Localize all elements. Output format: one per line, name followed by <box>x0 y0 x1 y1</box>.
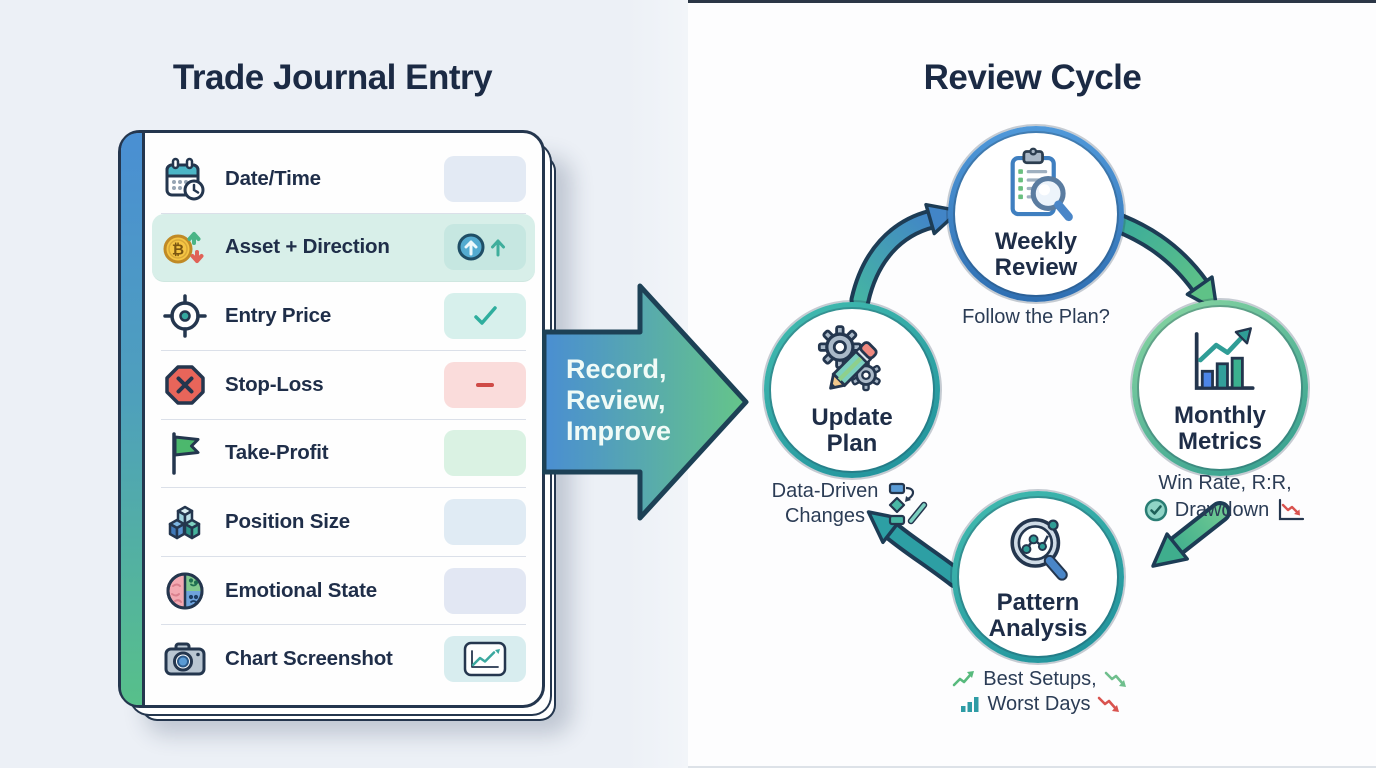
node-label-line2: Metrics <box>1177 428 1263 455</box>
pattern-analysis-caption: Best Setups, Worst Days <box>890 668 1190 715</box>
bar-chart-growth-icon <box>1194 327 1255 390</box>
journal-row-position-size: Position Size <box>161 488 526 557</box>
journal-row-label: Chart Screenshot <box>225 647 393 671</box>
connector-line-2: Review, <box>566 385 666 415</box>
brain-icon <box>166 572 204 610</box>
journal-row-asset-direction: ₿ Asset + Direction <box>152 213 535 283</box>
drawdown-chart-icon <box>1279 498 1305 521</box>
entry-price-value-box <box>444 293 526 340</box>
arrow-update-to-weekly <box>849 202 960 310</box>
stop-loss-value-box <box>444 361 526 408</box>
downtrend-zigzag-red-icon <box>1098 696 1120 712</box>
chart-screenshot-value-box <box>444 636 526 683</box>
flowchart-pencil-icon <box>889 482 928 525</box>
target-icon <box>163 294 207 338</box>
bitcoin-direction-icon: ₿ <box>163 232 204 264</box>
monthly-caption-line1: Win Rate, R:R, <box>1158 472 1292 494</box>
check-circle-icon <box>1144 498 1167 522</box>
journal-title: Trade Journal Entry <box>172 58 493 97</box>
dash-icon <box>476 382 494 387</box>
cycle-title: Review Cycle <box>923 58 1142 97</box>
weekly-review-caption: Follow the Plan? <box>962 306 1110 328</box>
monthly-caption-line2: Drawdown <box>1174 499 1270 521</box>
position-size-value-box <box>444 498 526 545</box>
node-label-line1: Update <box>811 404 893 431</box>
journal-row-date-time: Date/Time <box>161 145 526 214</box>
journal-row-stop-loss: Stop-Loss <box>161 351 526 420</box>
journal-row-label: Entry Price <box>225 304 332 328</box>
journal-row-chart-screenshot: Chart Screenshot <box>161 625 526 693</box>
journal-row-entry-price: Entry Price <box>161 282 526 351</box>
take-profit-value-box <box>444 430 526 477</box>
node-monthly-metrics-inner: Monthly Metrics <box>1139 307 1301 469</box>
chart-thumbnail-icon <box>463 641 507 677</box>
node-weekly-review-inner: Weekly Review <box>955 133 1117 295</box>
pattern-caption-line2: Worst Days <box>987 693 1091 715</box>
downtrend-zigzag-green-icon <box>1104 671 1126 687</box>
node-pattern-analysis-inner: Pattern Analysis <box>959 498 1117 656</box>
journal-row-label: Date/Time <box>225 166 321 190</box>
journal-card: Date/Time ₿ Asset + Direction <box>118 130 545 708</box>
update-plan-caption: Data-Driven Changes <box>726 480 976 527</box>
node-label-line1: Monthly <box>1174 402 1266 429</box>
node-monthly-metrics: Monthly Metrics <box>1132 300 1308 476</box>
update-caption-line1: Data-Driven <box>771 480 879 502</box>
stop-octagon-icon <box>165 364 205 405</box>
svg-text:₿: ₿ <box>172 241 184 259</box>
journal-row-emotional-state: Emotional State <box>161 557 526 626</box>
node-update-plan-inner: Update Plan <box>771 309 933 471</box>
journal-rows: Date/Time ₿ Asset + Direction <box>152 145 535 693</box>
calendar-clock-icon <box>165 157 205 201</box>
node-label-line2: Review <box>994 254 1078 281</box>
node-label-line1: Pattern <box>996 589 1080 616</box>
flag-icon <box>172 432 200 476</box>
clipboard-magnifier-icon <box>1010 147 1073 222</box>
journal-row-take-profit: Take-Profit <box>161 420 526 489</box>
journal-row-label: Emotional State <box>225 578 377 602</box>
record-review-improve-arrow <box>542 283 749 521</box>
journal-row-label: Stop-Loss <box>225 372 324 396</box>
journal-row-label: Position Size <box>225 509 350 533</box>
connector-line-1: Record, <box>566 354 667 384</box>
check-icon <box>474 306 497 325</box>
connector-line-3: Improve <box>566 416 672 446</box>
node-label-line2: Analysis <box>988 615 1088 642</box>
arrow-monthly-to-pattern <box>1151 501 1231 568</box>
date-time-value-box <box>444 155 526 202</box>
cubes-icon <box>168 505 201 540</box>
journal-row-label: Take-Profit <box>225 441 329 465</box>
node-weekly-review: Weekly Review <box>948 126 1124 302</box>
uptrend-zigzag-icon <box>952 671 975 687</box>
monthly-metrics-caption: Win Rate, R:R, Drawdown <box>1070 472 1376 523</box>
pencil-gears-icon <box>817 325 881 392</box>
camera-icon <box>164 642 206 676</box>
mini-bars-icon <box>960 697 978 712</box>
journal-row-label: Asset + Direction <box>225 235 390 259</box>
connector-label: Record, Review, Improve <box>566 354 726 447</box>
emotional-state-value-box <box>444 567 526 614</box>
node-pattern-analysis: Pattern Analysis <box>952 491 1124 663</box>
asset-direction-value-box <box>444 224 526 271</box>
pattern-caption-line1: Best Setups, <box>983 668 1097 690</box>
update-caption-line2: Changes <box>784 505 866 527</box>
node-update-plan: Update Plan <box>764 302 940 478</box>
node-label-line2: Plan <box>826 430 878 457</box>
magnifier-pattern-icon <box>1010 518 1068 581</box>
direction-up-icon <box>457 233 505 261</box>
node-label-line1: Weekly <box>994 228 1078 255</box>
journal-card-spine <box>121 133 145 705</box>
